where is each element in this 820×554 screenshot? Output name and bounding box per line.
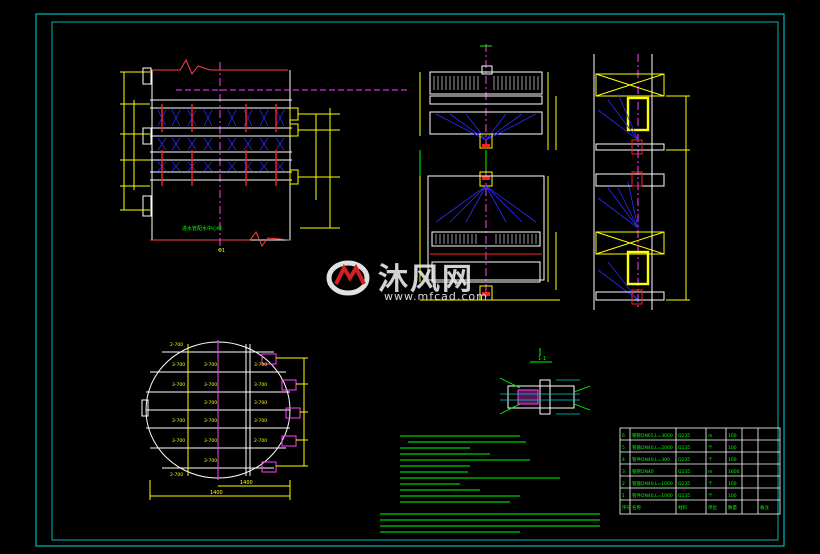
title-block-cell: 管件DN40,L=1000 [632, 492, 673, 499]
plan-right-label-3: 3-700 [254, 400, 267, 406]
title-block-cell: 管件DN40,L=300 [632, 456, 670, 463]
title-block-cell: 管箍DN40,L=1000 [632, 480, 673, 487]
top-left-note: 进水管配水中心线 [182, 225, 222, 232]
title-block-cell: 100 [728, 493, 737, 499]
title-block-cell: 个 [708, 445, 713, 451]
outer-frame [35, 13, 785, 547]
inner-frame [51, 21, 779, 541]
title-block-cell: 钢管DN40 [632, 468, 654, 475]
title-block-cell: 3 [622, 469, 625, 475]
plan-left-label-6: 2-700 [170, 472, 183, 478]
plan-mid-label-6: 3-700 [204, 458, 217, 464]
title-block-cell: 个 [708, 457, 713, 463]
plan-right-label-4: 3-700 [254, 418, 267, 424]
plan-mid-label-5: 3-700 [204, 438, 217, 444]
title-block-cell: Q235 [678, 433, 690, 439]
watermark-logo-icon [326, 260, 370, 296]
title-block-cell: 名称 [632, 504, 641, 511]
title-block-cell: 100 [728, 433, 737, 439]
watermark-url: www.mfcad.com [384, 290, 488, 303]
plan-left-label-1: 2-700 [170, 342, 183, 348]
plan-left-label-3: 3-700 [172, 382, 185, 388]
watermark: 沐风网 www.mfcad.com [326, 252, 496, 308]
title-block-cell: 6 [622, 433, 625, 439]
title-block [619, 427, 781, 515]
title-block-cell: 个 [708, 493, 713, 499]
plan-left-label-4: 3-700 [172, 418, 185, 424]
plan-mid-label-3: 3-700 [204, 400, 217, 406]
plan-right-label-1: 3-700 [254, 362, 267, 368]
top-left-elevation-view: 进水管配水中心线 Φ1 [120, 58, 410, 254]
title-block-cell: Q235 [678, 469, 690, 475]
title-block-cell: 1 [622, 493, 625, 499]
title-block-cell: Q235 [678, 481, 690, 487]
plan-mid-label-4: 3-700 [204, 418, 217, 424]
plan-mid-label-1: 3-700 [204, 362, 217, 368]
title-block-cell: Q235 [678, 493, 690, 499]
title-block-cell: 材料 [678, 504, 687, 511]
plan-dim-1: 1400 [240, 480, 253, 486]
plan-left-label-2: 3-700 [172, 362, 185, 368]
top-left-dim: Φ1 [218, 248, 225, 254]
title-block-cell: 单位 [708, 504, 717, 511]
top-right-side-view [593, 54, 690, 310]
notes-block [380, 435, 600, 533]
bottom-left-plan-view: 2-700 3-700 3-700 3-700 3-700 2-700 3-70… [141, 340, 308, 500]
title-block-cell: 个 [708, 481, 713, 487]
plan-dim-2: 1400 [210, 490, 223, 496]
title-block-cell: 100 [728, 457, 737, 463]
title-block-cell: 2 [622, 481, 625, 487]
title-block-cell: 100 [728, 481, 737, 487]
title-block-cell: Q235 [678, 457, 690, 463]
plan-right-label-2: 3-700 [254, 382, 267, 388]
top-middle-section-view [419, 44, 560, 301]
title-block-cell: 钢管DN65,L=3000 [632, 432, 673, 439]
watermark-cn: 沐风网 [378, 262, 474, 297]
plan-mid-label-2: 3-700 [204, 382, 217, 388]
title-block-cell: 备注 [760, 504, 769, 511]
title-block-cell: Q235 [678, 445, 690, 451]
title-block-cell: 数量 [728, 504, 737, 511]
title-block-cell: m [708, 434, 712, 439]
detail-label: 1-1 [538, 356, 546, 362]
title-block-cell: 序号 [622, 504, 631, 511]
title-block-cell: 管箍DN40,L=2000 [632, 444, 673, 451]
plan-left-label-5: 3-700 [172, 438, 185, 444]
title-block-cell: m [708, 470, 712, 475]
title-block-cell: 100 [728, 445, 737, 451]
bottom-middle-detail: 1-1 [499, 348, 591, 415]
title-block-cell: 1600 [728, 469, 740, 475]
title-block-cell: 4 [622, 457, 625, 463]
plan-right-label-5: 2-700 [254, 438, 267, 444]
title-block-cell: 5 [622, 445, 625, 451]
